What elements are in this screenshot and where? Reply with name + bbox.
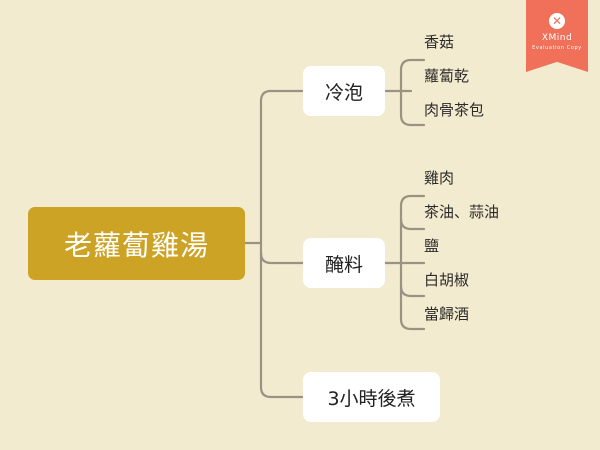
branch-marinade[interactable]: 醃料 xyxy=(303,238,385,288)
watermark-subtitle: Evaluation Copy xyxy=(532,45,582,51)
leaf-topic[interactable]: 蘿蔔乾 xyxy=(424,67,470,85)
leaf-topic[interactable]: 白胡椒 xyxy=(424,271,470,289)
watermark-name: XMind xyxy=(541,33,573,43)
branch-label: 3小時後煮 xyxy=(327,387,416,410)
leaf-topic[interactable]: 鹽 xyxy=(424,237,440,255)
root-topic-label: 老蘿蔔雞湯 xyxy=(63,228,209,262)
branch-label: 醃料 xyxy=(324,253,363,276)
branch-cold-soak[interactable]: 冷泡 xyxy=(303,66,385,116)
leaf-topic[interactable]: 肉骨茶包 xyxy=(424,101,485,119)
leaf-topic[interactable]: 香菇 xyxy=(424,33,455,51)
leaf-topic[interactable]: 雞肉 xyxy=(424,169,455,187)
xmind-logo-icon: ✕ xyxy=(549,13,565,29)
branch-cook-after-3h[interactable]: 3小時後煮 xyxy=(303,372,440,422)
branch-label: 冷泡 xyxy=(324,81,363,104)
leaf-topic[interactable]: 茶油、蒜油 xyxy=(424,203,500,221)
root-topic[interactable]: 老蘿蔔雞湯 xyxy=(28,207,245,280)
leaf-topic[interactable]: 當歸酒 xyxy=(424,305,470,323)
evaluation-watermark: ✕ XMind Evaluation Copy xyxy=(526,0,588,72)
